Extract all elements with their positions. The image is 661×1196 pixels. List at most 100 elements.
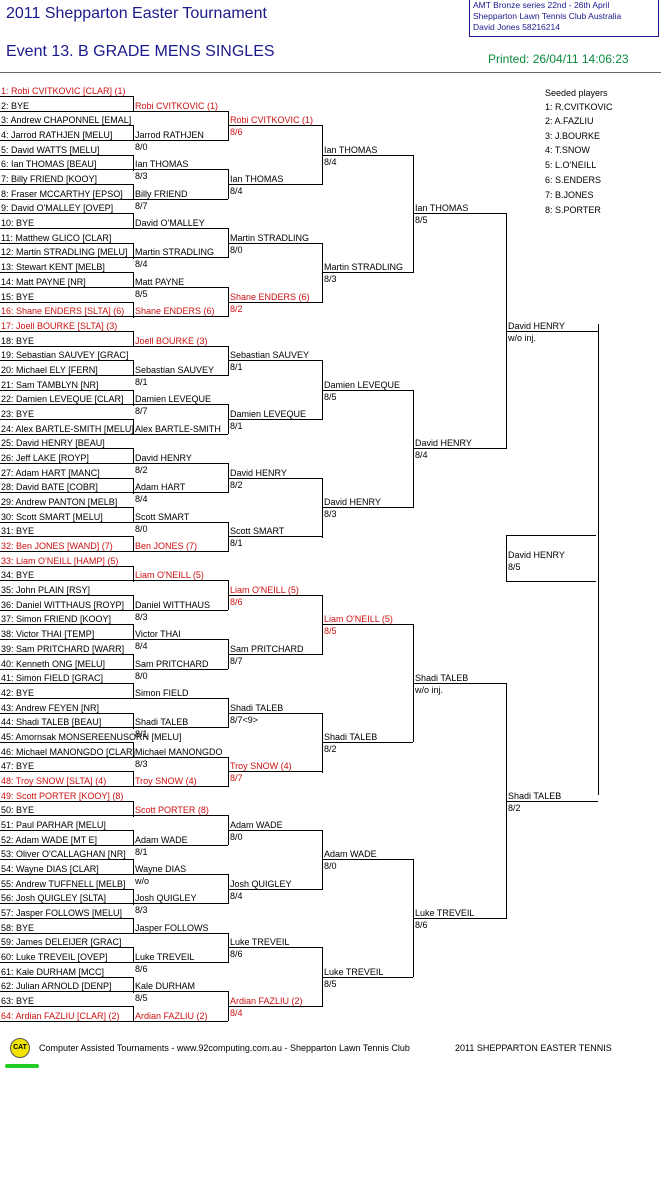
entry-line (0, 331, 133, 332)
entry-line (0, 683, 133, 684)
result-line (228, 947, 322, 948)
bracket-connector (133, 360, 134, 376)
player-entry: 62: Julian ARNOLD [DENP] (1, 981, 112, 991)
player-entry: 31: BYE (1, 526, 35, 536)
result-line (228, 654, 322, 655)
match-winner: Kale DURHAM (135, 981, 196, 991)
result-line (133, 228, 228, 229)
result-line (133, 815, 228, 816)
player-entry: 52: Adam WADE [MT E] (1, 835, 98, 845)
match-score: 8/7 (135, 201, 148, 211)
player-entry: 34: BYE (1, 570, 35, 580)
result-line (322, 742, 413, 743)
player-entry: 40: Kenneth ONG [MELU] (1, 659, 106, 669)
result-line (133, 962, 228, 963)
result-line (133, 639, 228, 640)
match-score: w/o inj. (508, 333, 537, 343)
bracket-connector (228, 111, 229, 141)
result-line (133, 169, 228, 170)
player-entry: 27: Adam HART [MANC] (1, 468, 100, 478)
match-winner: Billy FRIEND (135, 189, 188, 199)
bracket-connector (133, 536, 134, 552)
match-score: 8/1 (135, 847, 148, 857)
header-divider (0, 72, 661, 73)
match-score: 8/5 (324, 979, 337, 989)
info-line: Shepparton Lawn Tennis Club Australia (473, 11, 622, 21)
result-line (322, 977, 413, 978)
match-score: 8/0 (324, 861, 337, 871)
match-score: 8/4 (415, 450, 428, 460)
entry-line (0, 448, 133, 449)
match-winner: Scott SMART (230, 526, 285, 536)
result-line (228, 595, 322, 596)
bracket-connector (133, 243, 134, 259)
match-winner: Liam O'NEILL (5) (324, 614, 393, 624)
entry-line (0, 316, 133, 317)
entry-line (0, 1006, 133, 1007)
result-line (228, 713, 322, 714)
match-score: 8/1 (135, 377, 148, 387)
entry-line (0, 918, 133, 919)
match-winner: Sam PRITCHARD (135, 659, 209, 669)
entry-line (0, 580, 133, 581)
result-line (133, 140, 228, 141)
match-score: 8/4 (230, 891, 243, 901)
match-score: 8/5 (135, 993, 148, 1003)
result-line (322, 155, 413, 156)
bracket-connector (133, 272, 134, 288)
match-winner: Daniel WITTHAUS (135, 600, 211, 610)
bracket-connector (228, 522, 229, 552)
result-line (133, 874, 228, 875)
match-winner: Robi CVITKOVIC (1) (230, 115, 314, 125)
match-winner: Adam WADE (324, 849, 377, 859)
result-line (133, 463, 228, 464)
match-winner: Sebastian SAUVEY (230, 350, 310, 360)
result-line (133, 698, 228, 699)
entry-line (0, 155, 133, 156)
player-entry: 60: Luke TREVEIL [OVEP] (1, 952, 108, 962)
match-winner: Shadi TALEB (135, 717, 189, 727)
player-entry: 23: BYE (1, 409, 35, 419)
bracket-connector (133, 184, 134, 200)
player-entry: 10: BYE (1, 218, 35, 228)
bracket-connector (133, 419, 134, 435)
seeded-player: 5: L.O'NEILL (545, 160, 597, 170)
match-score: 8/7 (230, 773, 243, 783)
seeded-player: 6: S.ENDERS (545, 175, 602, 185)
seeded-player: 4: T.SNOW (545, 145, 590, 155)
entry-line (0, 492, 133, 493)
player-entry: 16: Shane ENDERS [SLTA] (6) (1, 306, 125, 316)
player-entry: 22: Damien LEVEQUE [CLAR] (1, 394, 124, 404)
entry-line (0, 830, 133, 831)
match-score: 8/5 (324, 626, 337, 636)
bracket-connector (133, 830, 134, 846)
match-winner: Luke TREVEIL (230, 937, 290, 947)
match-winner: Jasper FOLLOWS (135, 923, 209, 933)
result-line (228, 478, 322, 479)
match-winner: David HENRY (508, 321, 565, 331)
match-score: w/o inj. (415, 685, 444, 695)
info-line: David Jones 58216214 (473, 22, 560, 32)
match-winner: Wayne DIAS (135, 864, 187, 874)
entry-line (0, 624, 133, 625)
bracket-connector (133, 595, 134, 611)
cat-logo-underline (5, 1064, 39, 1068)
result-line (228, 360, 322, 361)
entry-line (0, 228, 133, 229)
match-winner: Troy SNOW (4) (230, 761, 292, 771)
result-line (506, 331, 598, 332)
match-score: 8/2 (230, 480, 243, 490)
match-score: 8/4 (324, 157, 337, 167)
player-entry: 55: Andrew TUFFNELL [MELB] (1, 879, 126, 889)
result-line (322, 507, 413, 508)
bracket-connector (133, 213, 134, 229)
entry-line (0, 434, 133, 435)
bracket-connector (322, 830, 323, 890)
match-winner: Martin STRADLING (135, 247, 215, 257)
player-entry: 43: Andrew FEYEN [NR] (1, 703, 100, 713)
entry-line (0, 977, 133, 978)
bracket-connector (133, 302, 134, 318)
result-line (228, 536, 322, 537)
bracket-connector (133, 947, 134, 963)
result-line (228, 889, 322, 890)
